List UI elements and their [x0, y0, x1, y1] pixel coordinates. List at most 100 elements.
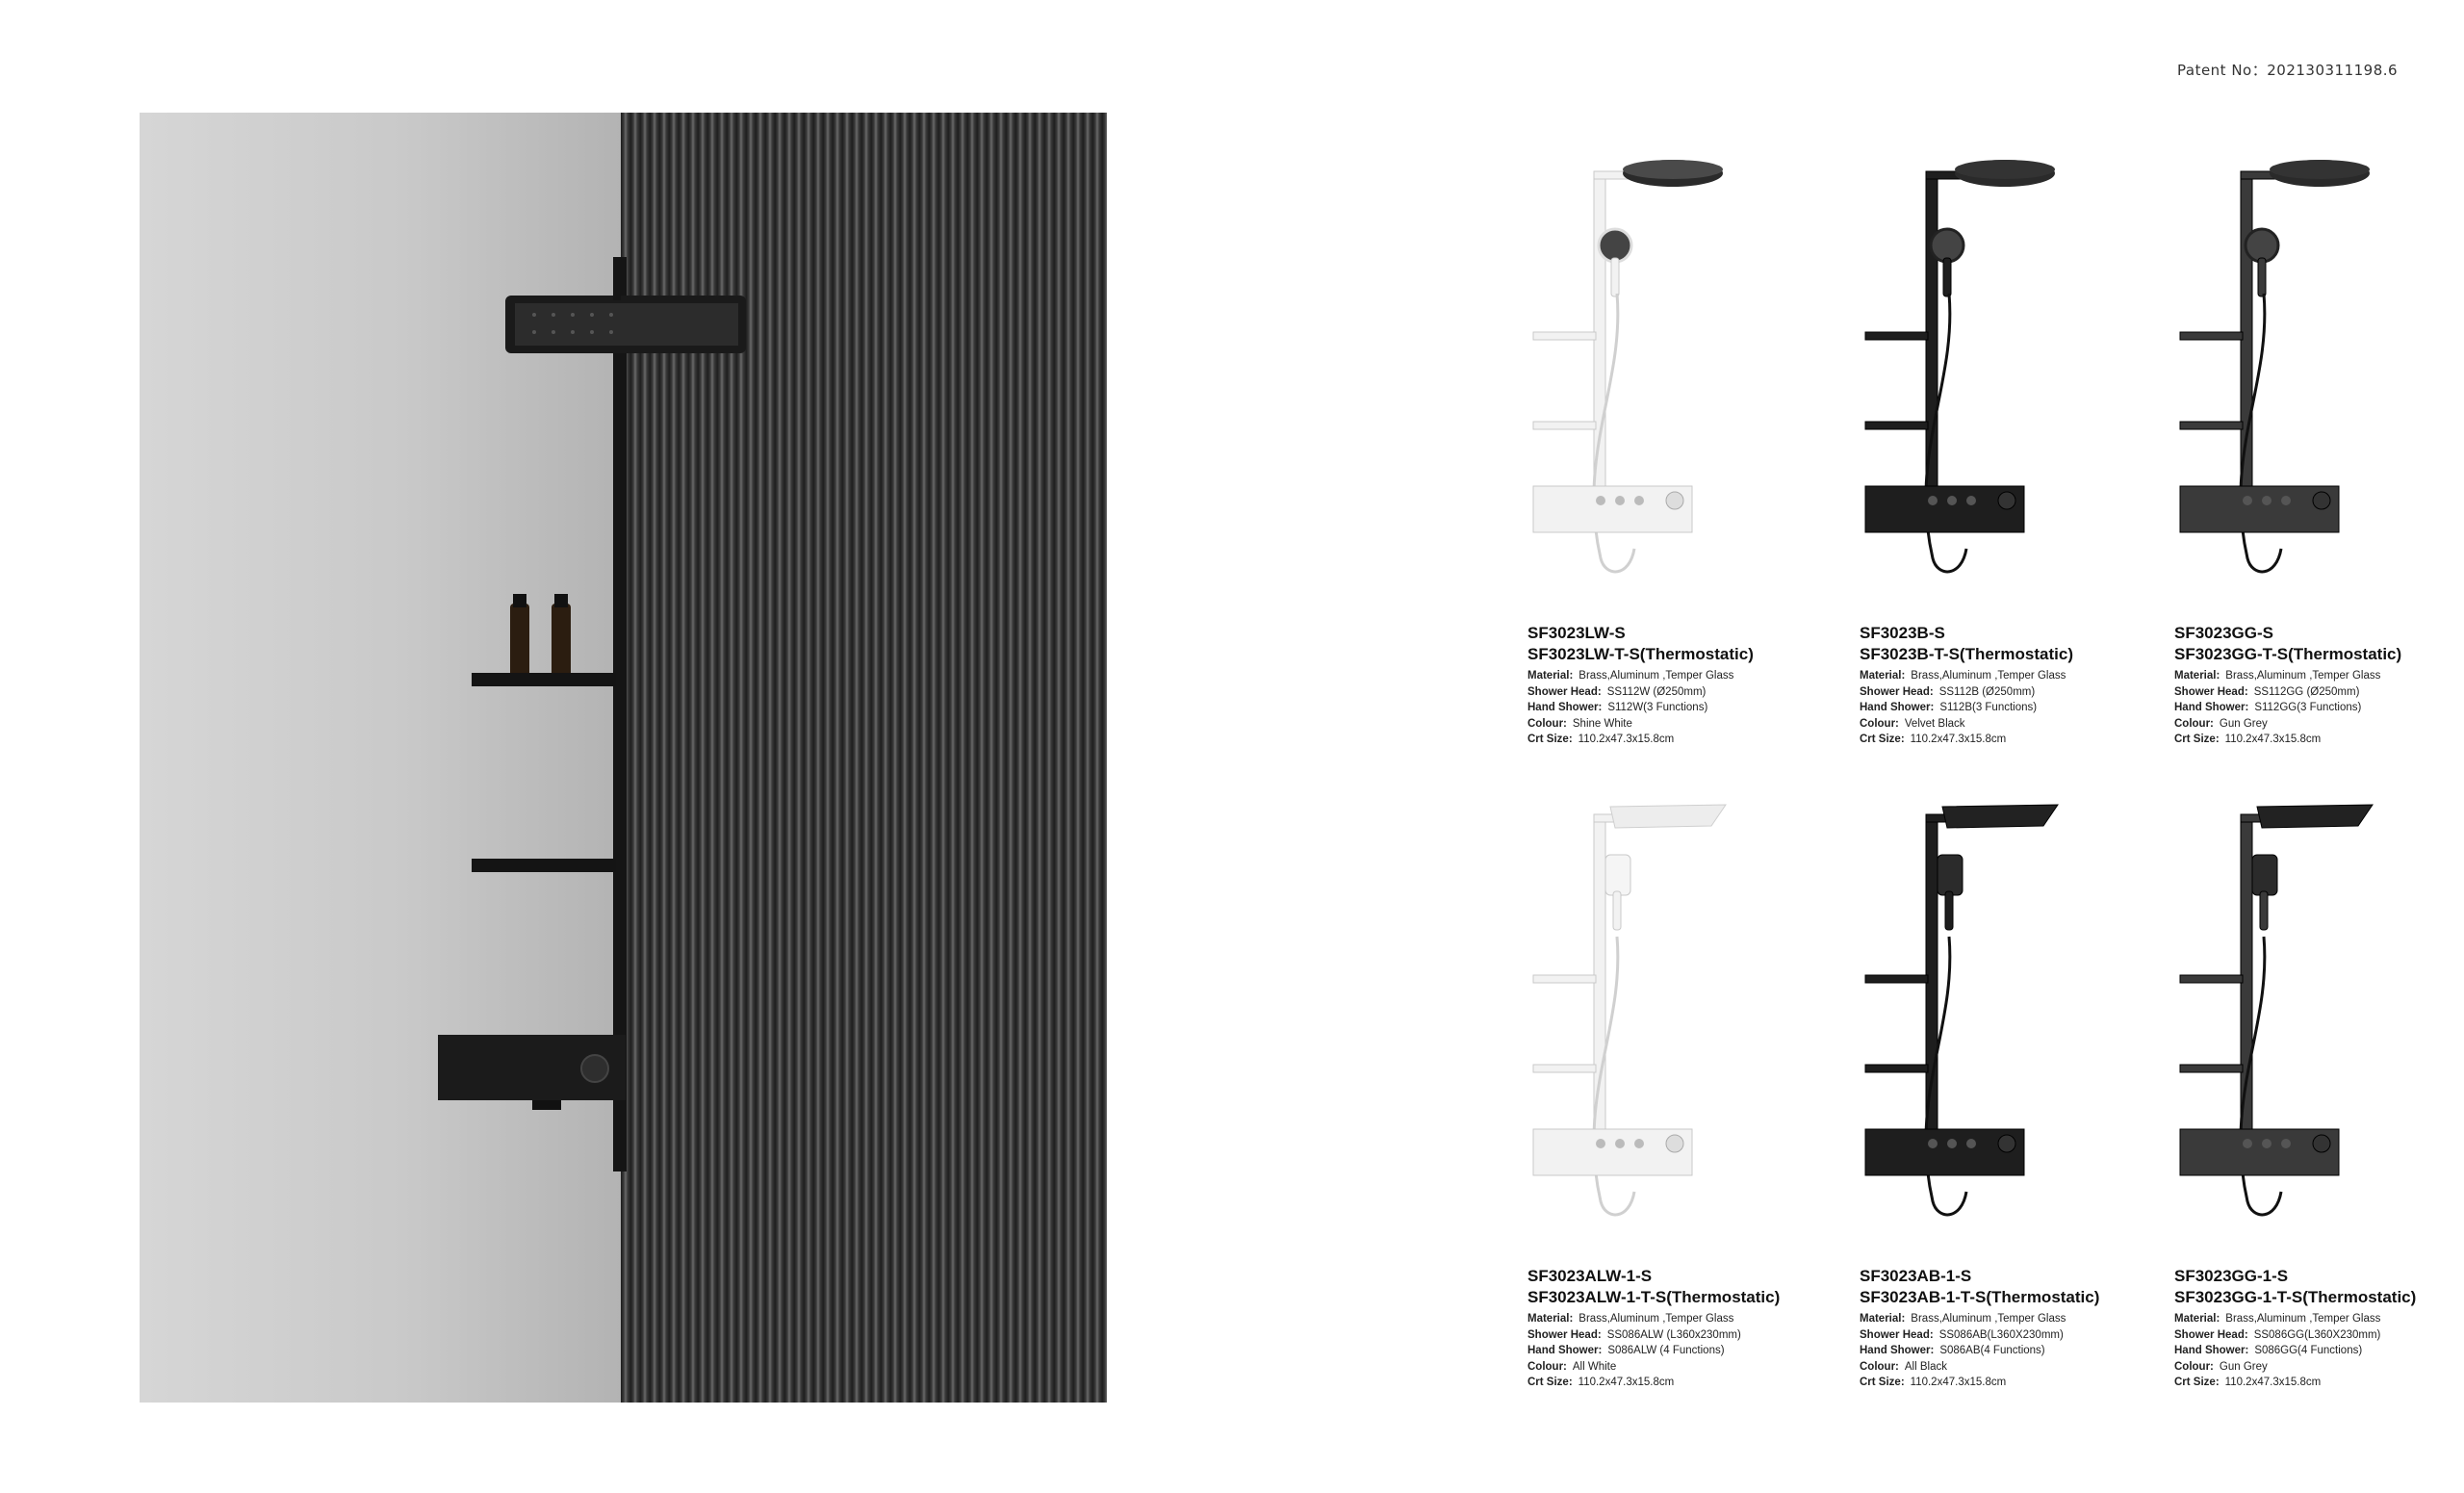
spec-value: S086AB(4 Functions): [1939, 1345, 2045, 1357]
spec-list: Material: Brass,Aluminum ,Temper Glass Sh…: [1527, 668, 1754, 748]
product-text-4: SF3023ALW-1-S SF3023ALW-1-T-S(Thermostat…: [1527, 1266, 1780, 1391]
spec-value: S112W(3 Functions): [1607, 702, 1708, 714]
spec-shower-head: Shower Head:SS112GG (Ø250mm): [2174, 684, 2401, 701]
model-code-thermostatic: SF3023B-T-S(Thermostatic): [1860, 645, 2073, 663]
spec-label: Colour:: [1860, 1360, 1899, 1373]
spec-value: SS086AB(L360X230mm): [1938, 1328, 2064, 1341]
product-text-6: SF3023GG-1-S SF3023GG-1-T-S(Thermostatic…: [2174, 1266, 2416, 1391]
product-card-1: [1509, 135, 1798, 587]
model-code: SF3023GG-1-S: [2174, 1267, 2289, 1285]
spec-hand-shower: Hand Shower: S086GG(4 Functions): [2174, 1343, 2416, 1359]
spec-size: Crt Size:110.2x47.3x15.8cm: [1860, 1375, 2099, 1391]
spec-value: Shine White: [1572, 717, 1632, 730]
hero-shower-panel-icon: [438, 257, 746, 1171]
spec-label: Colour:: [1860, 717, 1899, 730]
spec-label: Material:: [2174, 1313, 2220, 1325]
spec-value: Brass,Aluminum ,Temper Glass: [2225, 670, 2381, 682]
model-code: SF3023B-S: [1860, 624, 1945, 642]
spec-label: Shower Head:: [2174, 1328, 2248, 1341]
spec-hand-shower: Hand Shower:S086ALW (4 Functions): [1527, 1343, 1780, 1359]
spec-shower-head: Shower Head:SS086AB(L360X230mm): [1860, 1327, 2099, 1344]
shower-column-icon: [1864, 804, 2059, 1217]
spec-value: Velvet Black: [1904, 717, 1965, 730]
shower-column-icon: [2179, 804, 2374, 1217]
model-code: SF3023AB-1-S: [1860, 1267, 1972, 1285]
spec-shower-head: Shower Head: SS086ALW (L360x230mm): [1527, 1327, 1780, 1344]
product-card-2: [1841, 135, 2130, 587]
spec-value: 110.2x47.3x15.8cm: [2224, 734, 2322, 746]
spec-label: Colour:: [2174, 717, 2214, 730]
spec-colour: Colour: All Black: [1860, 1359, 2099, 1376]
spec-hand-shower: Hand Shower: S112GG(3 Functions): [2174, 700, 2401, 716]
spec-value: SS112W (Ø250mm): [1606, 685, 1707, 698]
spec-size: Crt Size: 110.2x47.3x15.8cm: [2174, 1375, 2416, 1391]
patent-number: Patent No：202130311198.6: [2177, 62, 2399, 79]
spec-label: Material:: [2174, 670, 2220, 682]
shower-column-icon: [2179, 160, 2370, 574]
spec-colour: Colour:Gun Grey: [2174, 1359, 2416, 1376]
spec-label: Hand Shower:: [2174, 702, 2249, 714]
model-code: SF3023GG-S: [2174, 624, 2273, 642]
spec-label: Colour:: [1527, 717, 1567, 730]
product-card-6: [2156, 778, 2445, 1230]
spec-value: 110.2x47.3x15.8cm: [1578, 734, 1675, 746]
model-code-thermostatic: SF3023ALW-1-T-S(Thermostatic): [1527, 1288, 1781, 1306]
spec-colour: Colour: Gun Grey: [2174, 716, 2401, 733]
product-text-5: SF3023AB-1-S SF3023AB-1-T-S(Thermostatic…: [1860, 1266, 2099, 1391]
spec-value: All White: [1572, 1360, 1617, 1373]
product-card-5: [1841, 778, 2130, 1230]
hero-photo: [140, 113, 1107, 1403]
spec-label: Shower Head:: [1527, 1328, 1602, 1341]
spec-colour: Colour: Shine White: [1527, 716, 1754, 733]
spec-label: Colour:: [1527, 1360, 1567, 1373]
spec-hand-shower: Hand Shower:S086AB(4 Functions): [1860, 1343, 2099, 1359]
spec-hand-shower: Hand Shower: S112B(3 Functions): [1860, 700, 2073, 716]
spec-size: Crt Size:110.2x47.3x15.8cm: [1860, 732, 2073, 748]
spec-label: Shower Head:: [1860, 685, 1934, 698]
spec-label: Material:: [1527, 670, 1574, 682]
spec-value: SS112GG (Ø250mm): [2253, 685, 2360, 698]
spec-value: 110.2x47.3x15.8cm: [1578, 1377, 1675, 1389]
spec-colour: Colour: All White: [1527, 1359, 1780, 1376]
spec-colour: Colour: Velvet Black: [1860, 716, 2073, 733]
model-code-thermostatic: SF3023GG-1-T-S(Thermostatic): [2174, 1288, 2417, 1306]
shower-column-icon: [1532, 804, 1727, 1217]
spec-list: Material: Brass,Aluminum ,Temper Glass Sh…: [2174, 668, 2401, 748]
spec-value: 110.2x47.3x15.8cm: [1910, 734, 2007, 746]
model-code-thermostatic: SF3023LW-T-S(Thermostatic): [1527, 645, 1754, 663]
model-code: SF3023ALW-1-S: [1527, 1267, 1653, 1285]
spec-value: All Black: [1904, 1360, 1947, 1373]
spec-material: Material:Brass,Aluminum ,Temper Glass: [1860, 668, 2073, 684]
spec-value: Brass,Aluminum ,Temper Glass: [1578, 670, 1734, 682]
spec-label: Hand Shower:: [2174, 1345, 2249, 1357]
spec-label: Crt Size:: [1860, 1377, 1905, 1389]
spec-value: Brass,Aluminum ,Temper Glass: [2225, 1313, 2381, 1325]
spec-material: Material: Brass,Aluminum ,Temper Glass: [2174, 1311, 2416, 1327]
spec-value: 110.2x47.3x15.8cm: [2224, 1377, 2322, 1389]
spec-label: Shower Head:: [1527, 685, 1602, 698]
spec-label: Material:: [1860, 1313, 1906, 1325]
spec-label: Crt Size:: [2174, 1377, 2220, 1389]
model-code-thermostatic: SF3023GG-T-S(Thermostatic): [2174, 645, 2402, 663]
spec-value: SS086ALW (L360x230mm): [1606, 1328, 1741, 1341]
spec-label: Material:: [1527, 1313, 1574, 1325]
spec-label: Crt Size:: [2174, 734, 2220, 746]
product-text-3: SF3023GG-S SF3023GG-T-S(Thermostatic) Ma…: [2174, 623, 2401, 748]
spec-label: Hand Shower:: [1860, 702, 1935, 714]
spec-label: Material:: [1860, 670, 1906, 682]
spec-value: S086GG(4 Functions): [2254, 1345, 2363, 1357]
spec-list: Material: Brass,Aluminum ,Temper Glass Sh…: [1527, 1311, 1780, 1391]
spec-value: Gun Grey: [2219, 717, 2268, 730]
shower-column-icon: [1864, 160, 2055, 574]
spec-size: Crt Size: 110.2x47.3x15.8cm: [2174, 732, 2401, 748]
product-card-3: [2156, 135, 2445, 587]
spec-value: Brass,Aluminum ,Temper Glass: [1911, 1313, 2066, 1325]
spec-list: Material: Brass,Aluminum ,Temper Glass Sh…: [2174, 1311, 2416, 1391]
spec-value: S112B(3 Functions): [1939, 702, 2038, 714]
spec-hand-shower: Hand Shower:S112W(3 Functions): [1527, 700, 1754, 716]
spec-material: Material: Brass,Aluminum ,Temper Glass: [2174, 668, 2401, 684]
spec-value: Brass,Aluminum ,Temper Glass: [1578, 1313, 1734, 1325]
spec-value: SS086GG(L360X230mm): [2253, 1328, 2381, 1341]
spec-value: S112GG(3 Functions): [2254, 702, 2362, 714]
spec-size: Crt Size:110.2x47.3x15.8cm: [1527, 732, 1754, 748]
